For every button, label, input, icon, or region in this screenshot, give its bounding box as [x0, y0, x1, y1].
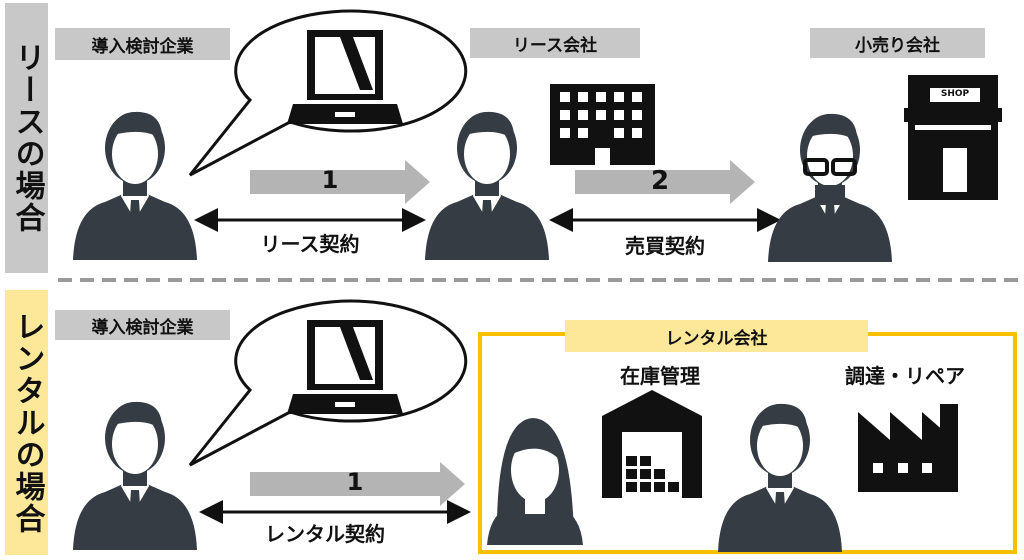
man-staff-icon: [718, 403, 842, 552]
step-1: 1: [321, 166, 339, 194]
flow-arrow-1: [250, 160, 430, 204]
lease-staff-icon: [425, 111, 549, 260]
client-label-rental: 導入検討企業: [55, 310, 230, 340]
client-label: 導入検討企業: [55, 28, 230, 60]
procurement-label: 調達・リペア: [845, 364, 965, 388]
woman-staff-icon: [487, 418, 583, 545]
speech-bubble-rental: [188, 299, 468, 467]
rental-contract-label: レンタル契約: [265, 522, 385, 546]
building-icon: [550, 84, 655, 165]
lease-contract-label: リース契約: [260, 232, 360, 256]
flow-arrow-rental: [250, 462, 465, 506]
shop-icon: [904, 75, 1002, 200]
step-1-rental: 1: [346, 468, 364, 496]
client-person-icon: [73, 111, 197, 260]
sales-contract-label: 売買契約: [625, 234, 705, 258]
client-person-icon: [73, 401, 197, 550]
retailer-label: 小売り会社: [810, 28, 985, 58]
rental-company-label: レンタル会社: [665, 328, 768, 349]
lease-company-label: リース会社: [470, 28, 640, 58]
shop-sign: SHOP: [940, 89, 970, 99]
retailer-person-icon: [768, 113, 892, 262]
warehouse-icon: [602, 390, 702, 498]
rental-side-label: レンタルの場合: [9, 310, 45, 535]
step-2: 2: [650, 166, 670, 196]
inventory-label: 在庫管理: [620, 364, 700, 388]
speech-bubble: [188, 9, 468, 177]
lease-side-label: リースの場合: [9, 42, 45, 234]
flow-arrow-2: [575, 160, 755, 204]
factory-icon: [858, 404, 958, 492]
